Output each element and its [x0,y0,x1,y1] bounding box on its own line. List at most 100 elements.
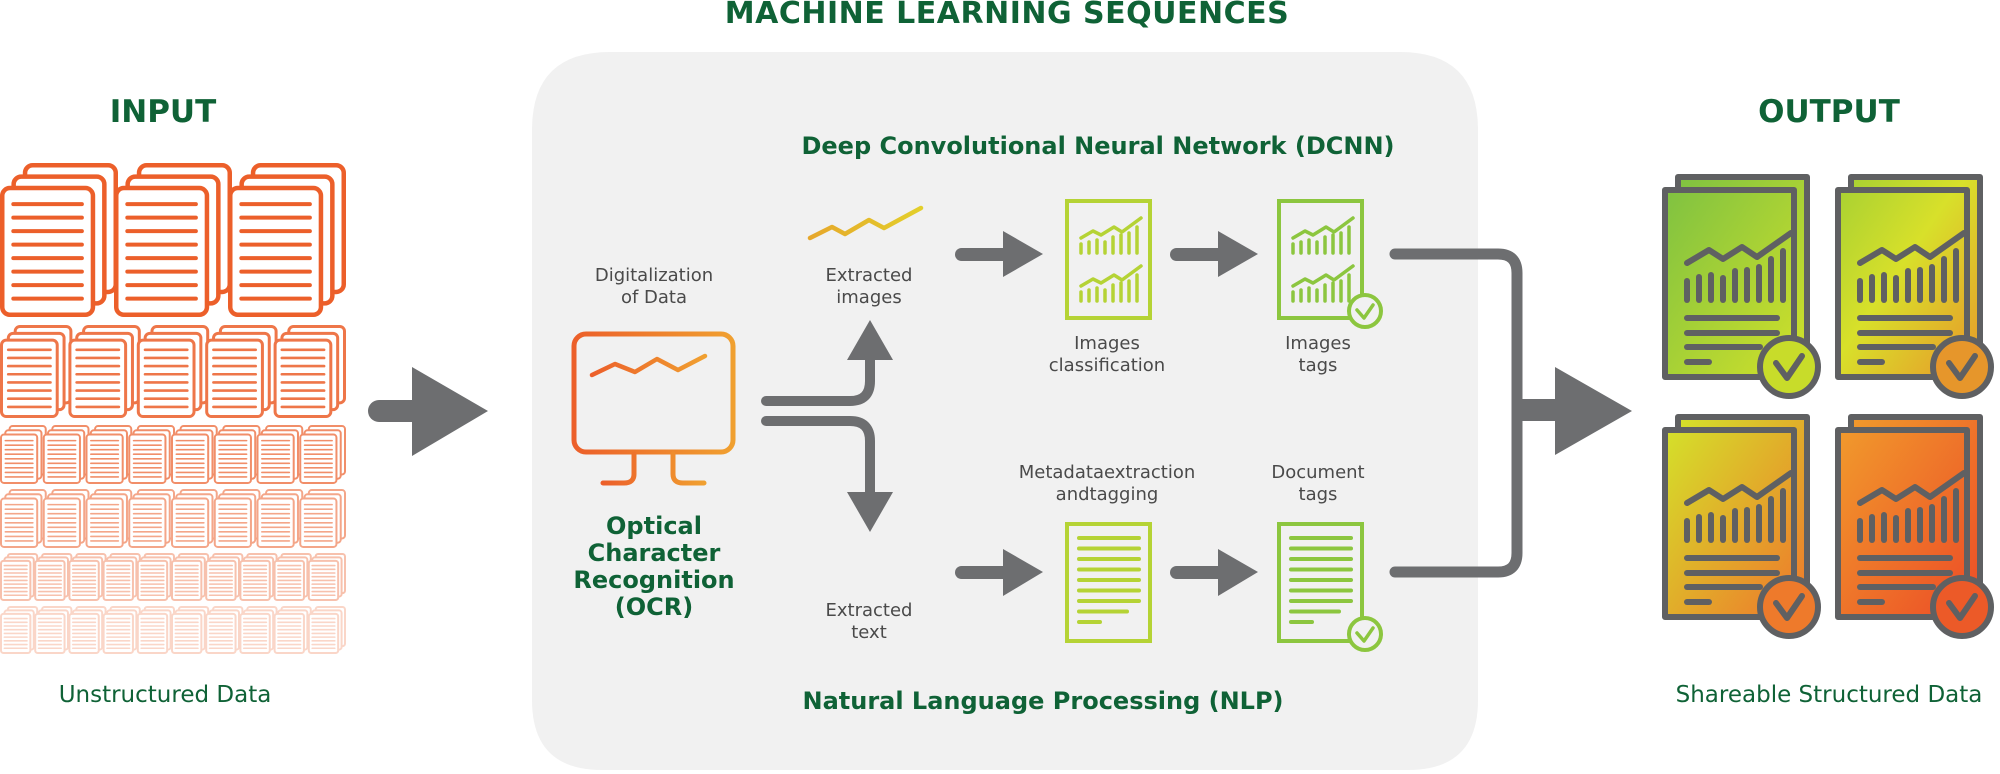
document-stack-icon [0,425,47,484]
verified-report-icon [1662,174,1821,399]
checkmark-icon [1773,593,1805,621]
output-heading: OUTPUT [1758,94,1900,130]
text-lines-icon [807,556,933,588]
document-row [0,489,346,548]
mini-chart-icon [1079,216,1143,255]
document-stack-icon [0,163,118,317]
images-classification-label: Images classification [1048,333,1166,376]
dcnn-heading: Deep Convolutional Neural Network (DCNN) [801,132,1395,160]
document-row [0,553,347,602]
document-stack-icon [213,425,261,484]
document-stack-icon [239,553,278,602]
mini-chart-icon [1291,264,1355,303]
document-row [0,606,347,655]
document-stack-icon [299,489,346,548]
text-document-check-icon [1277,522,1383,652]
document-stack-icon [128,425,176,484]
document-stack-icon [171,425,218,484]
arrow-up-icon [847,320,893,360]
document-stack-icon [0,325,73,418]
checkmark-icon [1946,593,1978,621]
document-stack-icon [205,325,278,418]
document-stack-icon [171,489,218,548]
document-row [0,425,346,484]
document-stack-icon [273,553,312,602]
document-stack-icon [0,489,47,548]
document-stack-icon [68,553,107,602]
arrow-right-icon [955,231,1043,277]
arrow-down-icon [847,492,893,532]
monitor-chart-icon [571,331,736,486]
document-stack-icon [256,425,304,484]
verified-report-icon [1835,414,1994,639]
document-stack-icon [0,606,39,655]
nlp-heading: Natural Language Processing (NLP) [802,687,1284,715]
arrow-right-icon [955,549,1043,596]
output-caption: Shareable Structured Data [1675,682,1983,708]
text-lines-icon [1077,536,1141,624]
document-stack-icon [85,425,133,484]
input-caption: Unstructured Data [58,682,272,708]
pipeline-panel [532,52,1478,770]
document-stack-icon [256,489,304,548]
document-stack-icon [307,553,347,602]
check-badge-icon [1930,335,1994,399]
diagram-title: MACHINE LEARNING SEQUENCES [724,0,1290,31]
arrow-right-icon [1170,231,1258,277]
document-stack-icon [34,553,73,602]
document-tags-label: Document tags [1271,462,1365,505]
document-stack-icon [34,606,73,655]
document-stack-icon [205,606,244,655]
document-stack-icon [273,325,346,418]
digitalization-label: Digitalization of Data [594,265,714,308]
checkmark-icon [1773,353,1805,381]
document-stack-icon [136,553,175,602]
checkmark-icon [1946,353,1978,381]
document-stack-icon [307,606,347,655]
check-badge-icon [1757,335,1821,399]
verified-report-icon [1662,414,1821,639]
document-stack-icon [85,489,133,548]
document-stack-icon [128,489,176,548]
chart-document-check-icon [1277,199,1383,329]
check-badge-icon [1757,575,1821,639]
document-stack-icon [171,606,210,655]
document-stack-icon [205,553,244,602]
document-stack-icon [114,163,232,317]
bar-chart-icon [807,205,924,259]
document-stack-icon [213,489,261,548]
metadata-extraction-label: Metadataextraction andtagging [1018,462,1196,505]
text-document-icon [1065,522,1152,643]
mini-chart-icon [1291,216,1355,255]
document-stack-icon [171,553,210,602]
document-row [0,163,346,317]
mini-chart-icon [1079,264,1143,303]
document-stack-icon [136,325,210,418]
document-stack-icon [0,553,39,602]
text-lines-icon [1289,536,1353,624]
document-stack-icon [42,489,90,548]
input-heading: INPUT [109,94,217,130]
check-badge-icon [1930,575,1994,639]
chart-document-icon [1065,199,1152,320]
output-documents [1662,174,1994,639]
document-stack-icon [68,325,141,418]
extracted-images-label: Extracted images [825,265,913,308]
extracted-text-label: Extracted text [825,600,913,643]
images-tags-label: Images tags [1285,333,1351,376]
document-stack-icon [228,163,346,317]
document-stack-icon [68,606,107,655]
branch-arrows-icon [761,350,875,502]
verified-report-icon [1835,174,1994,399]
document-stack-icon [102,553,141,602]
document-stack-icon [273,606,312,655]
input-arrow-icon [368,367,488,456]
document-row [0,325,346,418]
document-stack-icon [136,606,175,655]
document-stack-icon [42,425,90,484]
document-stack-icon [299,425,346,484]
arrow-right-icon [1170,549,1258,596]
document-stack-icon [102,606,141,655]
